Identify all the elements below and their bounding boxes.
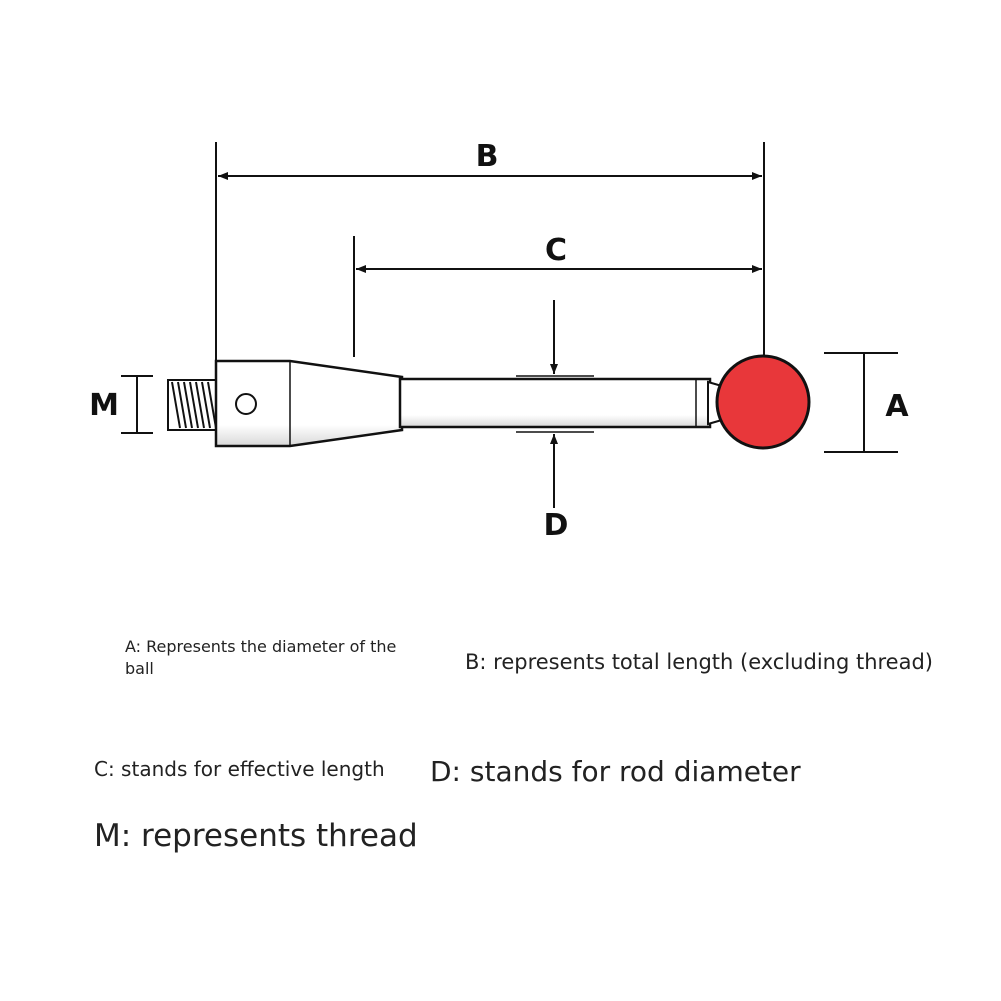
caption-b: B: represents total length (excluding th… (465, 650, 933, 674)
stylus-rod (398, 377, 712, 429)
dimension-d: D (516, 300, 594, 543)
label-a: A (885, 389, 909, 424)
caption-d: D: stands for rod diameter (430, 755, 801, 788)
dimension-a: A (824, 352, 909, 453)
stylus (167, 354, 811, 450)
label-m: M (89, 388, 119, 423)
label-d: D (544, 508, 569, 543)
caption-m: M: represents thread (94, 818, 418, 854)
wrench-hole (235, 393, 257, 415)
dimension-c: C (353, 233, 762, 357)
dimension-b: B (215, 139, 765, 360)
dimension-m: M (89, 375, 153, 434)
thread (167, 379, 219, 431)
caption-a: A: Represents the diameter of the ball (125, 637, 397, 678)
caption-c: C: stands for effective length (94, 757, 385, 781)
label-b: B (476, 139, 499, 174)
label-c: C (545, 233, 567, 268)
ruby-ball (715, 354, 811, 450)
stylus-diagram: B C D M A (89, 139, 909, 543)
